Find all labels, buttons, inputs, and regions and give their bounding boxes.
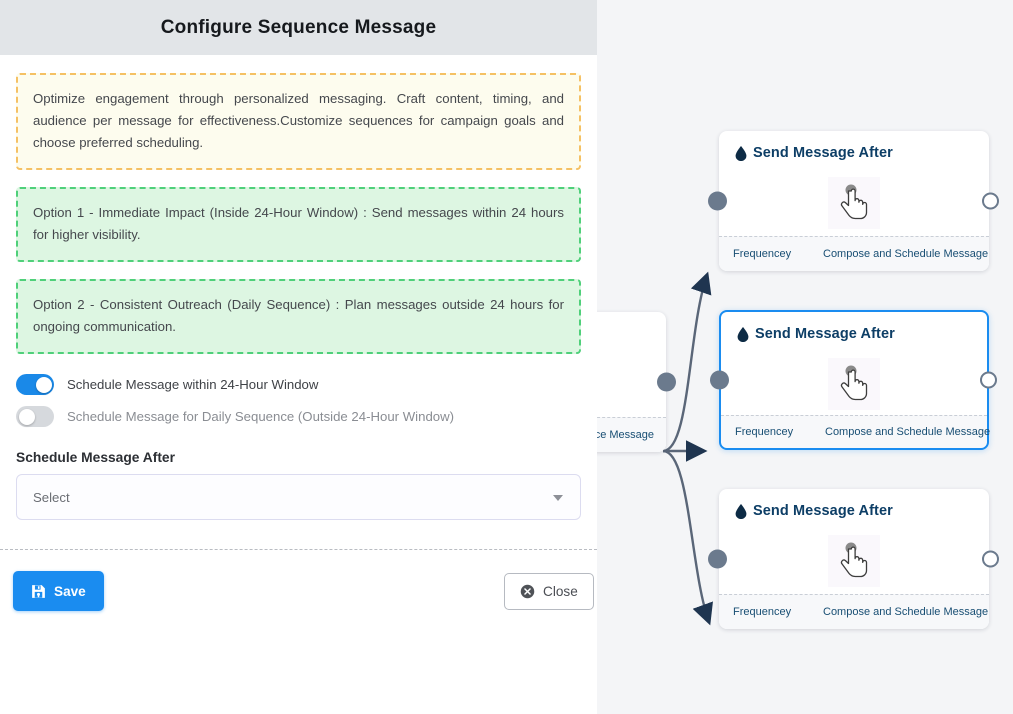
close-circle-icon bbox=[520, 584, 535, 599]
schedule-message-after-label: Schedule Message After bbox=[16, 450, 175, 465]
toggle-label-daily-sequence: Schedule Message for Daily Sequence (Out… bbox=[67, 409, 455, 424]
node-footer: Frequencey Compose and Schedule Message bbox=[719, 236, 989, 271]
node-foot-frequency-label: Frequencey bbox=[735, 426, 794, 438]
input-connector[interactable] bbox=[708, 191, 727, 211]
node-foot-frequency-label: Frequencey bbox=[733, 606, 792, 618]
node-body: Send Message After bbox=[719, 131, 989, 236]
output-connector[interactable] bbox=[982, 192, 999, 210]
flow-node-send-message-after-2[interactable]: Send Message After Frequencey Compose an… bbox=[710, 310, 997, 450]
hand-pointer-icon bbox=[840, 365, 868, 401]
hand-pointer-tile bbox=[828, 177, 880, 229]
droplet-icon bbox=[735, 145, 747, 161]
node-body: Send Message After bbox=[719, 489, 989, 594]
toggle-schedule-within-24h[interactable] bbox=[16, 374, 54, 395]
node-body: Send Message After bbox=[721, 312, 987, 415]
node-foot-compose-label: Compose and Schedule Message bbox=[823, 606, 989, 618]
close-button-label: Close bbox=[543, 584, 578, 599]
toggle-knob bbox=[18, 408, 35, 425]
output-connector[interactable] bbox=[982, 550, 999, 568]
hand-pointer-tile bbox=[828, 358, 880, 410]
save-button[interactable]: Save bbox=[13, 571, 104, 611]
node-footer: Frequencey Compose and Schedule Message bbox=[719, 594, 989, 629]
node-title-text: Send Message After bbox=[753, 503, 893, 519]
page-title: Configure Sequence Message bbox=[160, 16, 437, 38]
option-2-note: Option 2 - Consistent Outreach (Daily Se… bbox=[16, 279, 581, 354]
node-title-row: Send Message After bbox=[735, 145, 973, 161]
node-title-row: Send Message After bbox=[735, 503, 973, 519]
toggle-schedule-daily-sequence[interactable] bbox=[16, 406, 54, 427]
node-title-text: Send Message After bbox=[755, 326, 895, 342]
cancel-button[interactable]: Close bbox=[504, 573, 594, 610]
node-footer: Frequencey Compose and Schedule Message bbox=[721, 415, 991, 448]
node-foot-compose-label: Compose and Schedule Message bbox=[823, 248, 989, 260]
toggle-row-within-24h[interactable]: Schedule Message within 24-Hour Window bbox=[16, 374, 581, 395]
input-connector[interactable] bbox=[708, 549, 727, 569]
select-value: Select bbox=[33, 489, 70, 505]
option-1-note: Option 1 - Immediate Impact (Inside 24-H… bbox=[16, 187, 581, 262]
droplet-icon bbox=[735, 503, 747, 519]
input-connector[interactable] bbox=[710, 370, 729, 390]
save-floppy-icon bbox=[32, 584, 45, 598]
flow-node-send-message-after-3[interactable]: Send Message After Frequencey Compose an… bbox=[708, 489, 999, 629]
node-partial-label: ce Message bbox=[594, 429, 654, 441]
footer-divider bbox=[0, 549, 597, 550]
node-foot-frequency-label: Frequencey bbox=[733, 248, 792, 260]
hand-pointer-icon bbox=[840, 184, 868, 220]
toggle-label-within-24h: Schedule Message within 24-Hour Window bbox=[67, 377, 319, 392]
flow-node-send-message-after-1[interactable]: Send Message After Frequencey Compose an… bbox=[708, 131, 999, 271]
droplet-icon bbox=[737, 326, 749, 342]
output-connector[interactable] bbox=[657, 372, 676, 392]
configure-sequence-panel: Configure Sequence Message Optimize enga… bbox=[0, 0, 597, 714]
toggle-knob bbox=[35, 376, 52, 393]
node-title-row: Send Message After bbox=[737, 326, 971, 342]
toggle-row-daily-sequence[interactable]: Schedule Message for Daily Sequence (Out… bbox=[16, 406, 581, 427]
chevron-down-icon bbox=[553, 495, 563, 501]
info-note: Optimize engagement through personalized… bbox=[16, 73, 581, 170]
node-title-text: Send Message After bbox=[753, 145, 893, 161]
save-button-label: Save bbox=[54, 583, 86, 599]
node-foot-compose-label: Compose and Schedule Message bbox=[825, 426, 991, 438]
panel-header: Configure Sequence Message bbox=[0, 0, 597, 55]
hand-pointer-tile bbox=[828, 535, 880, 587]
hand-pointer-icon bbox=[840, 542, 868, 578]
panel-content: Optimize engagement through personalized… bbox=[0, 55, 597, 520]
schedule-message-after-select[interactable]: Select bbox=[16, 474, 581, 520]
output-connector[interactable] bbox=[980, 371, 997, 389]
